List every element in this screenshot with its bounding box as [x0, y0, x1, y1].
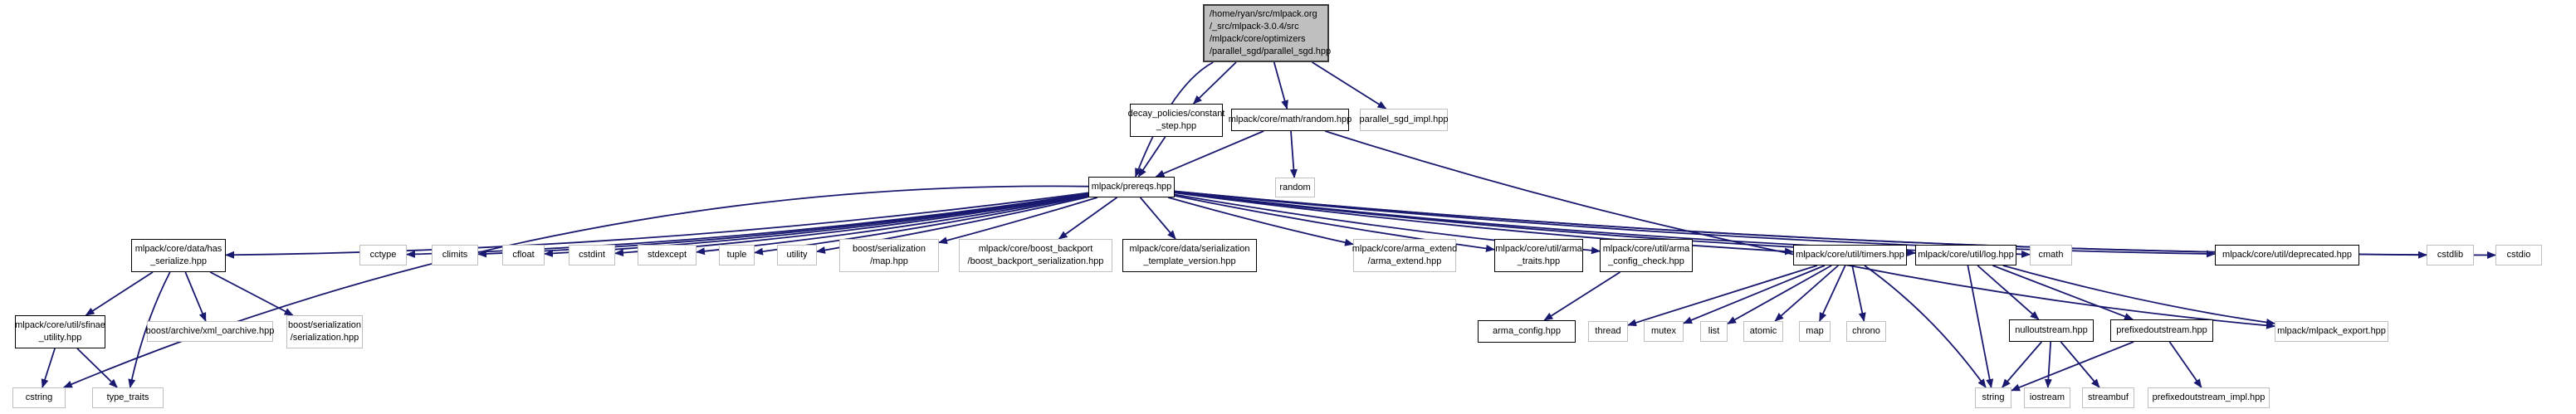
node-stdexcept: stdexcept [638, 245, 697, 265]
node-prefixedoutstream-impl-hpp: prefixedoutstream_impl.hpp [2148, 387, 2270, 408]
edge-timers-hpp--thread [1627, 265, 1818, 327]
edge-prereqs-hpp--has-serialize-hpp [225, 192, 1089, 259]
node-mutex: mutex [1644, 321, 1684, 342]
node-iostream: iostream [2024, 387, 2070, 408]
edge-has-serialize-hpp--sfinae-utility-hpp [85, 271, 154, 316]
edge-timers-hpp--string [1864, 265, 1987, 388]
edge-constant-step-hpp--prereqs-hpp [1137, 136, 1166, 178]
edge-has-serialize-hpp--boost-serialization-serialization-hpp [209, 271, 294, 316]
edge-prereqs-hpp--climits [477, 192, 1089, 258]
node-has-serialize-hpp[interactable]: mlpack/core/data/has _serialize.hpp [131, 239, 226, 272]
node-arma-config-hpp[interactable]: arma_config.hpp [1478, 320, 1576, 343]
node-math-random-hpp[interactable]: mlpack/core/math/random.hpp [1229, 109, 1352, 131]
node-climits: climits [432, 245, 478, 265]
edge-log-hpp--mlpack-export-hpp [2002, 265, 2275, 326]
node-cfloat: cfloat [502, 245, 545, 265]
node-prefixedoutstream-hpp[interactable]: prefixedoutstream.hpp [2110, 319, 2213, 342]
edge-log-hpp--nulloutstream-hpp [1977, 265, 2040, 320]
node-prereqs-hpp[interactable]: mlpack/prereqs.hpp [1088, 177, 1175, 197]
node-boost-backport-serialization-hpp: mlpack/core/boost_backport /boost_backpo… [959, 239, 1112, 272]
node-atomic: atomic [1743, 321, 1783, 342]
node-cstdio: cstdio [2495, 245, 2542, 265]
edge-log-hpp--prefixedoutstream-hpp [1992, 265, 2134, 320]
node-constant-step-hpp[interactable]: decay_policies/constant _step.hpp [1128, 104, 1224, 137]
edge-prereqs-hpp--serialization-template-version-hpp [1139, 197, 1176, 240]
node-parallel-sgd-hpp: /home/ryan/src/mlpack.org /_src/mlpack-3… [1203, 4, 1331, 62]
node-cmath: cmath [2030, 245, 2072, 265]
node-sfinae-utility-hpp[interactable]: mlpack/core/util/sfinae _utility.hpp [15, 315, 105, 348]
edge-prereqs-hpp--boost-backport-serialization-hpp [1058, 197, 1118, 240]
edge-prereqs-hpp--cfloat [544, 193, 1089, 257]
node-cstdint: cstdint [569, 245, 615, 265]
edge-timers-hpp--chrono [1851, 265, 1866, 322]
edge-log-hpp--string [1967, 265, 1994, 388]
edge-prefixedoutstream-hpp--string [2011, 341, 2134, 392]
node-deprecated-hpp[interactable]: mlpack/core/util/deprecated.hpp [2215, 245, 2359, 265]
node-type-traits: type_traits [92, 387, 164, 408]
node-serialization-template-version-hpp[interactable]: mlpack/core/data/serialization _template… [1122, 239, 1257, 272]
edge-arma-config-check-hpp--arma-config-hpp [1543, 271, 1621, 321]
edge-has-serialize-hpp--type-traits [128, 271, 171, 388]
edge-has-serialize-hpp--xml-oarchive-hpp [184, 271, 207, 322]
node-map: map [1799, 321, 1831, 342]
node-thread: thread [1588, 321, 1628, 342]
node-parallel-sgd-impl-hpp: parallel_sgd_impl.hpp [1360, 109, 1449, 131]
node-string: string [1975, 387, 2011, 408]
edge-nulloutstream-hpp--string [2002, 341, 2043, 388]
edge-nulloutstream-hpp--streambuf [2060, 341, 2100, 388]
edge-sfinae-utility-hpp--type-traits [76, 348, 118, 388]
edge-prereqs-hpp--timers-hpp [1174, 192, 1794, 256]
node-arma-config-check-hpp[interactable]: mlpack/core/util/arma _config_check.hpp [1600, 239, 1693, 272]
edge-sfinae-utility-hpp--cstring [41, 348, 56, 388]
node-streambuf: streambuf [2082, 387, 2134, 408]
node-cstring: cstring [12, 387, 66, 408]
edge-timers-hpp--atomic [1774, 265, 1839, 322]
edge-timers-hpp--map [1818, 265, 1846, 322]
edge-prefixedoutstream-hpp--prefixedoutstream-impl-hpp [2168, 341, 2202, 388]
node-boost-serialization-map-hpp: boost/serialization /map.hpp [839, 239, 939, 272]
node-arma-extend-hpp: mlpack/core/arma_extend /arma_extend.hpp [1352, 239, 1457, 272]
node-list: list [1700, 321, 1728, 342]
node-mlpack-export-hpp: mlpack/mlpack_export.hpp [2275, 321, 2388, 342]
node-timers-hpp[interactable]: mlpack/core/util/timers.hpp [1793, 245, 1907, 265]
node-cstdlib: cstdlib [2427, 245, 2474, 265]
node-arma-traits-hpp[interactable]: mlpack/core/util/arma _traits.hpp [1494, 239, 1583, 272]
edge-parallel-sgd-hpp--constant-step-hpp [1192, 61, 1237, 105]
edge-math-random-hpp--random [1289, 130, 1298, 178]
edge-math-random-hpp--prereqs-hpp [1155, 130, 1264, 178]
edge-parallel-sgd-hpp--parallel-sgd-impl-hpp [1312, 61, 1387, 110]
node-boost-serialization-serialization-hpp: boost/serialization /serialization.hpp [286, 315, 363, 348]
edge-timers-hpp--list [1727, 265, 1832, 325]
node-xml-oarchive-hpp: boost/archive/xml_oarchive.hpp [146, 321, 274, 342]
node-nulloutstream-hpp[interactable]: nulloutstream.hpp [2009, 319, 2094, 342]
node-utility: utility [777, 245, 817, 265]
edge-parallel-sgd-hpp--prereqs-hpp [1134, 61, 1214, 178]
edge-timers-hpp--mutex [1683, 265, 1826, 324]
node-log-hpp[interactable]: mlpack/core/util/log.hpp [1915, 245, 2016, 265]
node-random: random [1275, 178, 1315, 197]
edge-prereqs-hpp--boost-serialization-map-hpp [938, 197, 1098, 245]
edge-math-random-hpp--mlpack-export-hpp [1324, 130, 2275, 329]
edge-parallel-sgd-hpp--math-random-hpp [1273, 61, 1288, 110]
edge-nulloutstream-hpp--iostream [2044, 341, 2052, 388]
node-tuple: tuple [719, 245, 755, 265]
node-chrono: chrono [1846, 321, 1886, 342]
node-cctype: cctype [359, 245, 407, 265]
edge-prereqs-hpp--arma-extend-hpp [1168, 197, 1354, 246]
